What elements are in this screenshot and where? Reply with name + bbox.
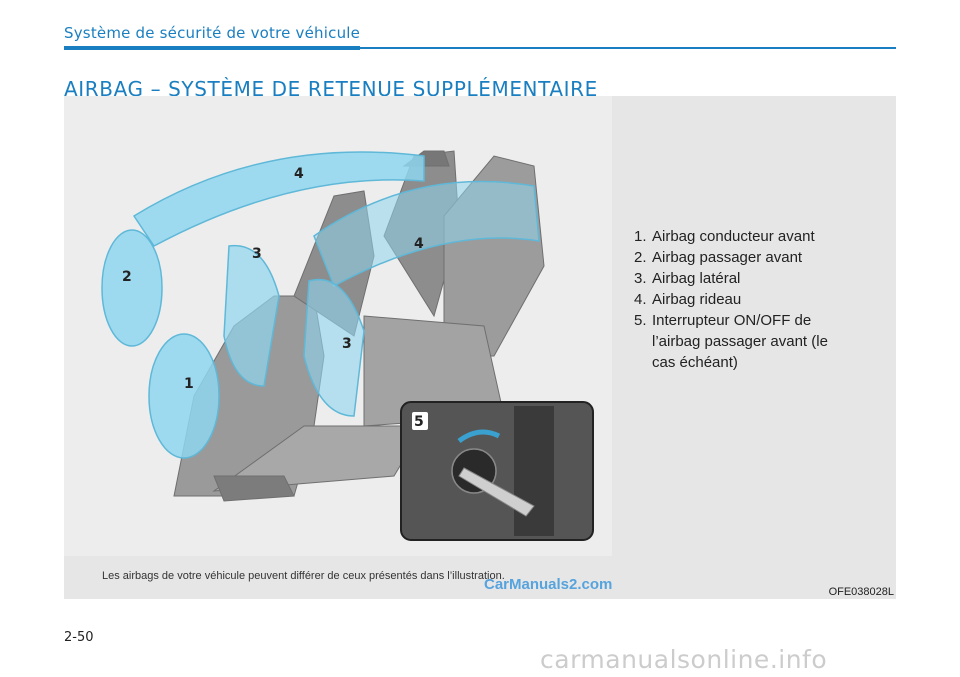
legend-text: Airbag latéral — [652, 270, 741, 287]
legend-text: Airbag rideau — [652, 291, 742, 308]
legend-num: 2. — [634, 249, 647, 266]
legend-text: Interrupteur ON/OFF de l’airbag passager… — [652, 312, 828, 371]
header-rule-thick — [64, 46, 360, 50]
section-header: Système de sécurité de votre véhicule — [64, 24, 361, 42]
legend-num: 5. — [634, 312, 647, 329]
label-5: 5 — [414, 414, 424, 430]
label-1: 1 — [184, 376, 194, 392]
airbag-legend: 1. Airbag conducteur avant 2. Airbag passa… — [634, 226, 832, 373]
airbag-illustration-drawing: 1 2 3 3 4 4 5 — [101, 150, 594, 541]
label-3b: 3 — [342, 336, 352, 352]
legend-num: 3. — [634, 270, 647, 287]
figure: 1 2 3 3 4 4 5 1. Airbag conducteur avant … — [64, 96, 896, 599]
legend-text: Airbag conducteur avant — [652, 228, 815, 245]
label-3a: 3 — [252, 246, 262, 262]
airbag-illustration: 1 2 3 3 4 4 5 — [64, 96, 612, 556]
legend-num: 4. — [634, 291, 647, 308]
watermark-brand: CarManuals2.com — [484, 576, 613, 593]
legend-text: Airbag passager avant — [652, 249, 803, 266]
label-4a: 4 — [294, 166, 304, 182]
figure-caption: Les airbags de votre véhicule peuvent di… — [102, 570, 505, 582]
legend-num: 1. — [634, 228, 647, 245]
watermark-site: carmanualsonline.info — [540, 645, 828, 674]
legend-item: 1. Airbag conducteur avant — [634, 226, 832, 247]
label-2: 2 — [122, 269, 132, 285]
legend-item: 5. Interrupteur ON/OFF de l’airbag passag… — [634, 310, 832, 373]
legend-item: 4. Airbag rideau — [634, 289, 832, 310]
header-rule-thin — [360, 47, 896, 49]
legend-item: 2. Airbag passager avant — [634, 247, 832, 268]
label-4b: 4 — [414, 236, 424, 252]
page-number: 2-50 — [64, 630, 94, 645]
figure-code: OFE038028L — [828, 586, 894, 598]
legend-item: 3. Airbag latéral — [634, 268, 832, 289]
